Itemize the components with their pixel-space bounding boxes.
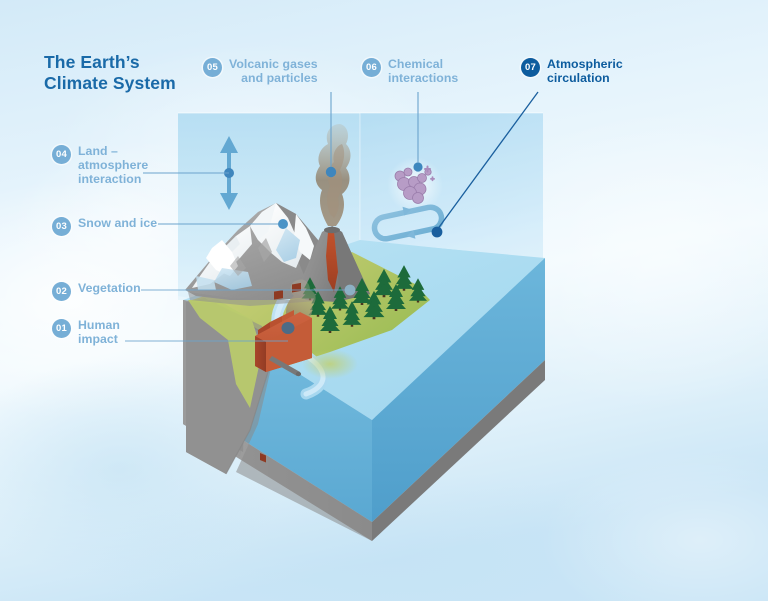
badge-06: 06 xyxy=(362,58,381,77)
anchor-dot-vegetation xyxy=(344,284,356,296)
page-title: The Earth’s Climate System xyxy=(44,52,176,93)
pollution-plume xyxy=(302,349,358,379)
label-text-chemical-interactions: Chemical interactions xyxy=(388,57,459,86)
label-atmospheric-circulation[interactable]: 07 Atmospheric circulation xyxy=(521,57,623,85)
label-text-human-impact: Human impact xyxy=(78,318,120,347)
badge-07: 07 xyxy=(521,58,540,77)
label-vegetation[interactable]: 02 Vegetation xyxy=(52,281,141,301)
volcano xyxy=(296,124,370,302)
badge-02: 02 xyxy=(52,282,71,301)
label-snow-and-ice[interactable]: 03 Snow and ice xyxy=(52,216,157,236)
label-text-snow-and-ice: Snow and ice xyxy=(78,216,158,230)
label-volcanic-gases-and-particles[interactable]: 05 Volcanic gases and particles xyxy=(203,57,318,85)
label-chemical-interactions[interactable]: 06 Chemical interactions xyxy=(362,57,458,85)
badge-04: 04 xyxy=(52,145,71,164)
badge-03: 03 xyxy=(52,217,71,236)
circulation-loop xyxy=(371,204,445,242)
leader-lines xyxy=(125,91,539,342)
label-text-atmospheric-circulation: Atmospheric circulation xyxy=(547,57,623,86)
label-land-atmosphere-interaction[interactable]: 04 Land – atmosphere interaction xyxy=(52,144,148,187)
label-human-impact[interactable]: 01 Human impact xyxy=(52,318,120,346)
leader-07 xyxy=(436,91,539,231)
badge-01: 01 xyxy=(52,319,71,338)
badge-05: 05 xyxy=(203,58,222,77)
label-text-vegetation: Vegetation xyxy=(78,281,141,295)
molecule-cluster xyxy=(387,157,443,213)
anchor-dot-snow xyxy=(278,219,288,229)
label-text-land-atmosphere-interaction: Land – atmosphere interaction xyxy=(78,144,149,187)
forest xyxy=(301,265,427,333)
anchor-dot-volcano xyxy=(325,166,337,178)
label-text-volcanic-gases-and-particles: Volcanic gases and particles xyxy=(229,57,318,86)
